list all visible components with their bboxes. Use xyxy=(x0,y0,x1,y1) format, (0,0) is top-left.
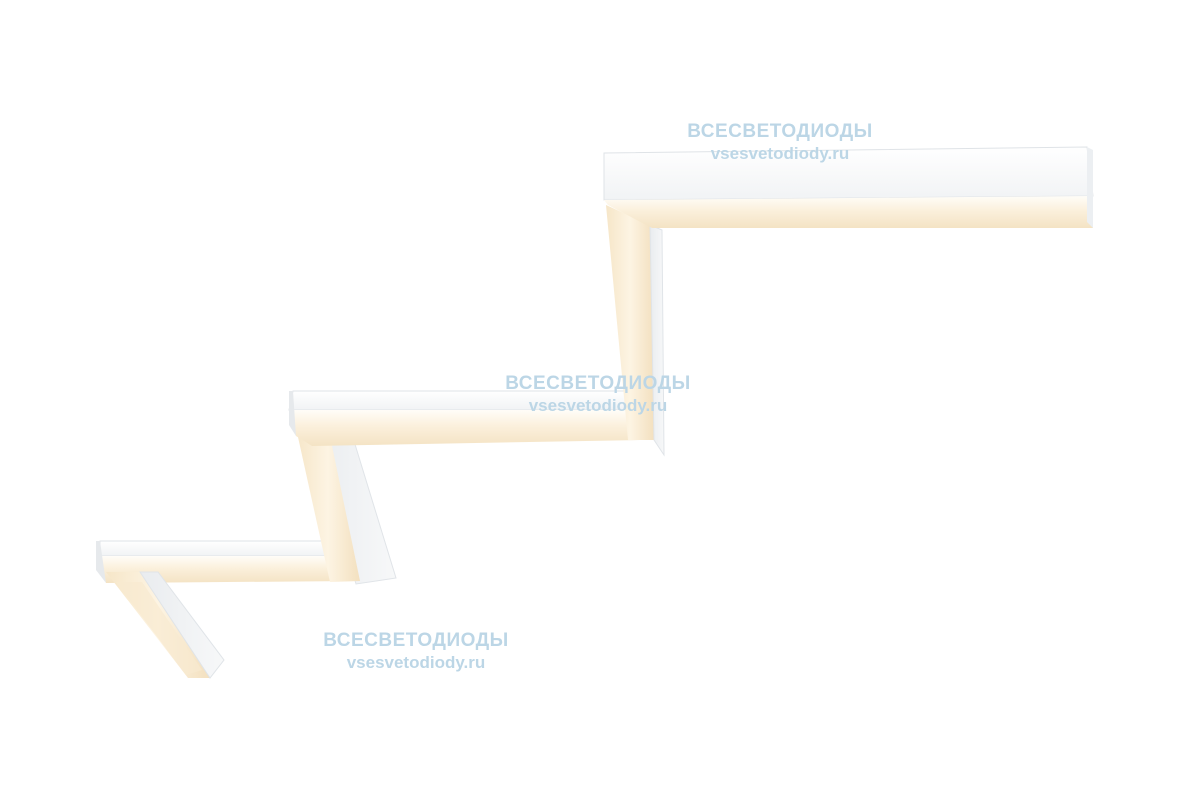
leg-left-drop xyxy=(106,571,225,679)
arm-top xyxy=(603,146,1094,228)
arm-bottom-left xyxy=(96,540,356,583)
leg-vertical xyxy=(606,205,665,457)
arm-middle xyxy=(288,390,640,446)
